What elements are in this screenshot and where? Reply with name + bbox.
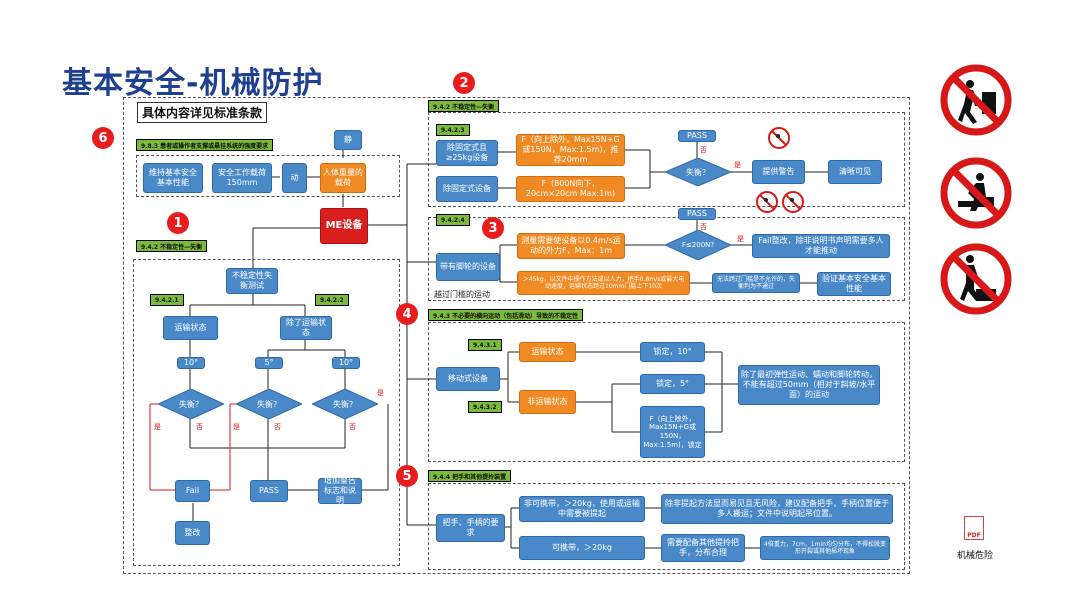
sec1-transport-box: 运输状态	[163, 316, 218, 340]
sec2-balance-diamond: 失衡？	[665, 158, 731, 186]
outer-frame	[123, 97, 910, 574]
section-3-frame	[428, 217, 905, 301]
marker-6: 6	[92, 127, 114, 149]
sec5-opt1-result: 除非提起方法显而易见且无风险，建议配备把手，手柄位置便于多人搬运；文件中说明起吊…	[661, 494, 893, 524]
sec1-deg5: 5°	[255, 357, 283, 369]
sec5-tag: 9.4.4 把手和其他提拎装置	[428, 470, 512, 482]
sec2-force-2: F（800N向下，20cm×20cm Max:1m)	[516, 176, 625, 202]
sec1-non-transport-box: 除了运输状态	[280, 316, 332, 340]
marker-2: 2	[453, 72, 475, 94]
sec5-opt1: 非可携带，＞20kg，使用或运输中需要被提起	[519, 496, 645, 522]
sec4-non-transport: 非运输状态	[519, 390, 576, 414]
page-title: 基本安全-机械防护	[62, 66, 324, 101]
sec6-box-static: 静	[334, 130, 362, 150]
sec3-force-diamond: F≤200N?	[665, 230, 731, 260]
sec4-sub-b: 9.4.3.2	[468, 401, 502, 413]
sec3-pass: PASS	[678, 208, 716, 220]
sec3-over45: ＞45kg，以文件中操作方法或以人力，把手0.8m/s或最大电动速度，运输状态跨…	[517, 271, 690, 295]
sec2-no: 否	[700, 146, 707, 154]
sec6-box-maintain: 维持基本安全基本性能	[143, 163, 203, 193]
sec6-box-weight: 人体重量的载荷	[320, 163, 366, 193]
sec3-yes: 是	[737, 235, 744, 243]
sec1-balance-diamond-3: 失衡？	[312, 389, 378, 419]
sec3-verify: 验证基本安全基本性能	[817, 272, 891, 296]
no-pushing-sign-icon	[940, 64, 1012, 136]
sec4-sub-a: 9.4.3.1	[468, 339, 502, 351]
section-1-frame	[133, 259, 400, 566]
sec5-opt2: 可携带，＞20kg	[519, 536, 645, 560]
sec6-box-load: 安全工作载荷150mm	[212, 163, 272, 193]
sec1-yes-2: 是	[233, 423, 240, 431]
sec4-lock10: 锁定，10°	[640, 342, 705, 362]
no-sitting-sign-icon	[940, 157, 1012, 229]
sec4-lock5: 锁定，5°	[640, 374, 705, 394]
sec4-force: F（向上除外，Max15N+G或150N，Max:1.5m)，锁定	[640, 406, 705, 458]
sec4-result: 除了最初弹性运动、蠕动和脚轮转动，不能有超过50mm（相对于斜坡/水平面）的运动	[738, 365, 880, 405]
sec2-pass: PASS	[678, 130, 716, 142]
sec3-noflip: 无法跨过门槛是不允许的，失衡判为不通过	[712, 273, 800, 293]
sec2-fixed: 除固定式设备	[436, 176, 498, 202]
sec1-balance-diamond-2: 失衡？	[236, 389, 302, 419]
sec1-deg10-a: 10°	[177, 357, 205, 369]
header-label: 具体内容详见标准条款	[137, 102, 268, 123]
section-6-frame	[136, 155, 400, 197]
marker-5: 5	[396, 465, 418, 487]
sec4-tag: 9.4.3 不必要的横向运动（包括滑动）导致的不稳定性	[428, 309, 584, 321]
sec3-caption: 越过门槛的运动	[434, 290, 490, 299]
sec5-handles: 把手、手柄的要求	[436, 514, 505, 542]
sec3-measure: 测量需要使设备以0.4m/s运动的外力F，Max：1m	[517, 233, 625, 259]
sec2-warn: 提供警告	[752, 160, 805, 184]
sec4-transport: 运输状态	[519, 342, 576, 362]
sec2-force-1: F（向上除外，Max15N+G或150N，Max:1.5m)，推荐20mm	[516, 134, 625, 166]
section-2-frame	[428, 112, 905, 207]
sec2-sub-tag: 9.4.2.3	[436, 124, 470, 136]
sec1-no-1: 否	[196, 423, 203, 431]
sec1-yes-1: 是	[154, 423, 161, 431]
sec6-tag: 9.8.3 患者或操作者支撑或悬挂系统的强度要求	[136, 139, 274, 151]
sec1-tag: 9.4.2 不稳定性—失衡	[136, 240, 208, 252]
sec6-box-dynamic: 动	[282, 163, 307, 193]
sec5-opt2-result: 4倍重力，7cm，1min均匀分布，不得松脱变形开裂或其他损坏现象	[760, 536, 890, 560]
sec2-clear: 清晰可见	[828, 160, 882, 184]
sec3-sub-tag: 9.4.2.4	[436, 214, 470, 226]
sec1-balance-diamond-1: 失衡？	[158, 389, 224, 419]
pdf-label: 机械危险	[957, 551, 994, 561]
no-stepping-sign-icon	[940, 243, 1012, 315]
marker-1: 1	[167, 212, 189, 234]
sec1-no-3: 否	[349, 423, 356, 431]
section-5-frame	[428, 483, 905, 570]
sec2-warning-icons	[756, 127, 804, 213]
marker-3: 3	[482, 217, 504, 239]
me-device-box: ME设备	[320, 208, 368, 244]
sec2-tag: 9.4.2 不稳定性—失衡	[428, 100, 500, 112]
sec1-deg10-b: 10°	[332, 357, 360, 369]
pdf-file-icon[interactable]: PDF	[964, 516, 984, 540]
marker-4: 4	[396, 303, 418, 325]
sec1-tag-9421: 9.4.2.1	[150, 294, 184, 306]
sec3-no: 否	[700, 223, 707, 231]
sec5-opt2-mid: 需要配备其他提拎把手，分布合理	[661, 534, 745, 562]
sec1-fix-box: 整改	[175, 521, 210, 545]
sec1-fail-box: Fail	[175, 480, 210, 502]
sec2-fixed-heavy: 除固定式且≥25kg设备	[436, 140, 498, 166]
sec1-warn-box: 增加警告标志和说明	[318, 476, 362, 505]
sec3-wheel-box: 带有脚轮的设备	[436, 253, 500, 281]
sec2-yes: 是	[734, 161, 741, 169]
sec1-test-box: 不稳定性失衡测试	[226, 268, 278, 294]
sec1-pass-box: PASS	[250, 480, 288, 502]
sec4-mobile: 移动式设备	[436, 367, 500, 391]
sec1-no-2: 否	[274, 423, 281, 431]
sec1-tag-9422: 9.4.2.2	[315, 294, 349, 306]
sec1-yes-3: 是	[377, 389, 384, 397]
section-4-frame	[428, 322, 905, 462]
sec3-fail-note: Fail整改，除非说明书声明需要多人才能推动	[752, 234, 890, 258]
